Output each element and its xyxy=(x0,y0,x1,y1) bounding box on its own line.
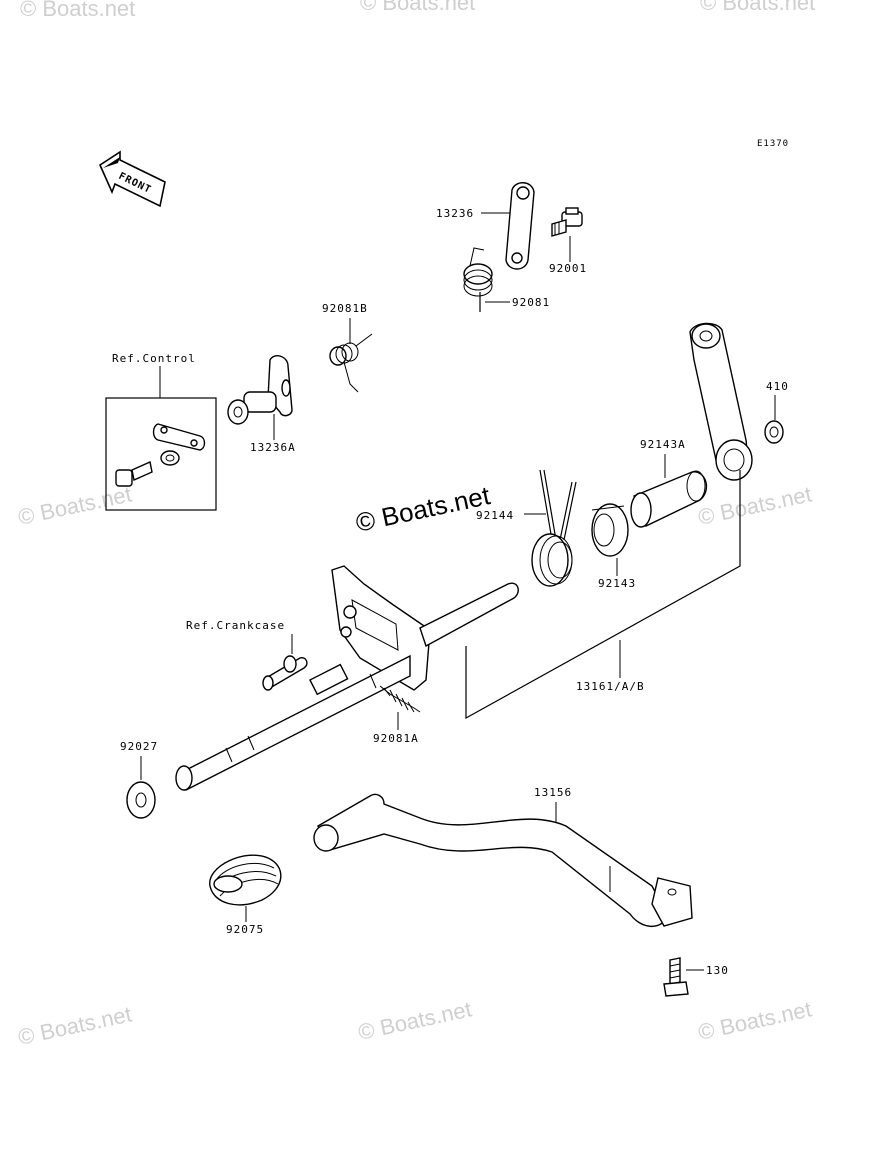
callout-13236A: 13236A xyxy=(250,441,296,454)
callout-13156: 13156 xyxy=(534,786,572,799)
part-410-washer xyxy=(764,420,784,444)
callout-410: 410 xyxy=(766,380,789,393)
callout-92081B: 92081B xyxy=(322,302,368,315)
part-13156-pedal xyxy=(313,793,693,927)
callout-92075: 92075 xyxy=(226,923,264,936)
callout-92001: 92001 xyxy=(549,262,587,275)
callout-13236: 13236 xyxy=(436,207,474,220)
watermarks: © Boats.net © Boats.net © Boats.net © Bo… xyxy=(16,0,815,1050)
watermark-bottom-left: © Boats.net xyxy=(16,1001,134,1049)
part-shift-arm xyxy=(689,322,753,481)
watermark-bottom-right: © Boats.net xyxy=(696,996,814,1044)
part-92081A-spring xyxy=(379,685,421,713)
watermark-mid-left: © Boats.net xyxy=(16,481,134,529)
watermark-top-left: © Boats.net xyxy=(20,0,135,21)
callout-92143: 92143 xyxy=(598,577,636,590)
part-92027-washer xyxy=(126,781,156,819)
part-92144-spring xyxy=(531,469,577,587)
diagram-code: E1370 xyxy=(757,139,789,149)
part-130-bolt xyxy=(663,957,689,997)
ref-control-box xyxy=(105,397,217,511)
callout-92081: 92081 xyxy=(512,296,550,309)
callout-130: 130 xyxy=(706,964,729,977)
watermark-bottom-center: © Boats.net xyxy=(356,996,474,1044)
ref-crankcase-pin xyxy=(262,655,308,691)
part-92143-bushing xyxy=(591,503,629,557)
callout-13161: 13161/A/B xyxy=(576,680,645,693)
part-shift-shaft xyxy=(175,565,519,791)
callout-92144: 92144 xyxy=(476,509,514,522)
watermark-top-right: © Boats.net xyxy=(700,0,815,15)
watermark-top-center: © Boats.net xyxy=(360,0,475,15)
watermark-center: © Boats.net xyxy=(353,480,493,538)
watermark-mid-right: © Boats.net xyxy=(696,481,814,529)
part-13236A-lever xyxy=(227,355,293,425)
callout-92027: 92027 xyxy=(120,740,158,753)
callout-92143A: 92143A xyxy=(640,438,686,451)
part-92143A-sleeve xyxy=(630,470,708,528)
callout-ref-control: Ref.Control xyxy=(112,352,196,365)
part-92075-rubber xyxy=(209,854,282,906)
front-arrow-icon: FRONT xyxy=(98,150,166,208)
part-92081-spring xyxy=(463,247,493,312)
ref-control-parts xyxy=(115,423,206,487)
callout-92081A: 92081A xyxy=(373,732,419,745)
callout-ref-crankcase: Ref.Crankcase xyxy=(186,619,285,632)
bracket-13161 xyxy=(465,470,741,720)
part-92001-bolt xyxy=(551,207,583,237)
part-92081B-spring xyxy=(329,333,373,393)
part-13236-arm xyxy=(505,182,535,270)
